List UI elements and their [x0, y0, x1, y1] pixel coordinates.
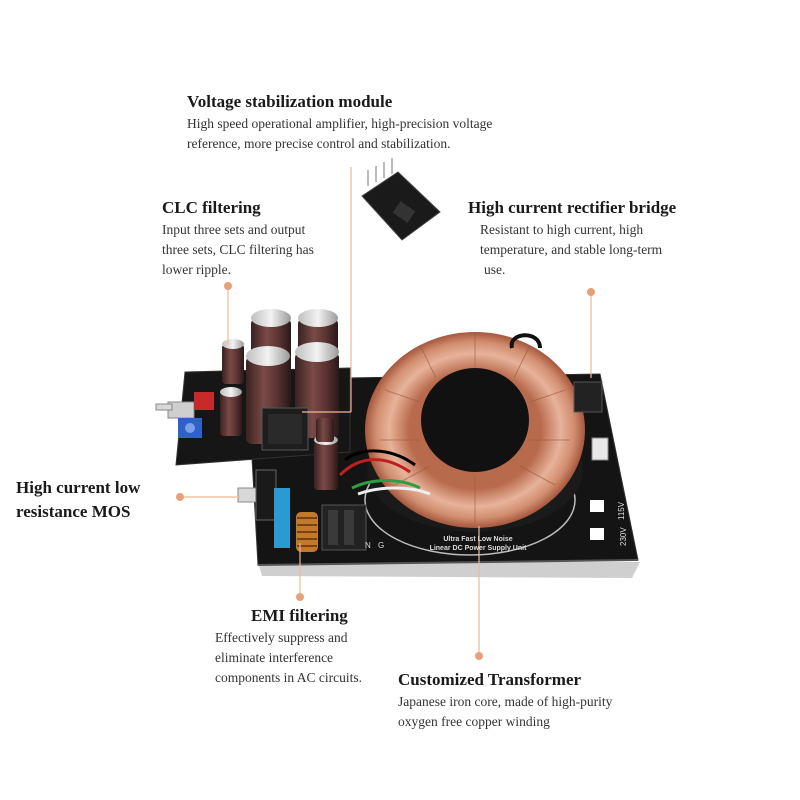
- desc-line: High speed operational amplifier, high-p…: [187, 116, 493, 131]
- board-silk-line2: Linear DC Power Supply Unit: [430, 545, 528, 552]
- callout-desc: High speed operational amplifier, high-p…: [187, 114, 492, 154]
- desc-line: three sets, CLC filtering has: [162, 242, 314, 257]
- callout-desc: Japanese iron core, made of high-purity …: [398, 692, 612, 732]
- callout-rectifier-bridge: High current rectifier bridge Resistant …: [468, 198, 676, 280]
- power-switch-lever: [155, 403, 173, 411]
- desc-line: temperature, and stable long-term: [480, 242, 663, 257]
- callout-title: Customized Transformer: [398, 670, 582, 689]
- callout-emi-filtering: EMI filtering Effectively suppress and e…: [215, 606, 362, 688]
- clc-capacitor-group: [246, 309, 339, 444]
- board-pin-n: N: [365, 541, 371, 550]
- desc-line: Effectively suppress and: [215, 630, 348, 645]
- board-pin-g: G: [378, 541, 384, 550]
- desc-line: Input three sets and output: [162, 222, 306, 237]
- callout-desc: Resistant to high current, high temperat…: [468, 220, 676, 280]
- filter-capacitor: [316, 418, 334, 442]
- callout-title: Voltage stabilization module: [187, 92, 393, 111]
- callout-clc-filtering: CLC filtering Input three sets and outpu…: [162, 198, 314, 280]
- callout-title: High current rectifier bridge: [468, 198, 677, 217]
- filter-capacitor: [314, 440, 338, 490]
- board-silk-line1: Ultra Fast Low Noise: [443, 536, 512, 543]
- callout-title: EMI filtering: [251, 606, 348, 625]
- leader-lines: [180, 167, 592, 656]
- callout-voltage-stabilization: Voltage stabilization module High speed …: [187, 92, 492, 154]
- desc-line: Japanese iron core, made of high-purity: [398, 694, 613, 709]
- callout-desc: Input three sets and output three sets, …: [162, 220, 314, 280]
- callout-desc: Effectively suppress and eliminate inter…: [215, 628, 362, 688]
- board-label-115v: 115V: [617, 501, 626, 520]
- transformer-lead-red: [338, 458, 411, 477]
- dc-output-block: [255, 469, 277, 521]
- desc-line: use.: [484, 262, 506, 277]
- transformer-lead-white: [357, 486, 431, 496]
- rectifier-bridge: [573, 381, 603, 413]
- transformer-lead-black: [344, 449, 416, 467]
- mos-terminal: [237, 487, 259, 503]
- voltage-module: [361, 158, 441, 241]
- desc-line: Resistant to high current, high: [480, 222, 644, 237]
- transformer-lead-green: [351, 479, 421, 490]
- desc-line: eliminate interference: [215, 650, 334, 665]
- board-label-230v: 230V: [619, 527, 628, 546]
- leader-dots: [176, 282, 595, 660]
- small-capacitor: [220, 392, 242, 436]
- callout-title-line: resistance MOS: [16, 502, 131, 521]
- red-relay: [194, 392, 214, 410]
- toroidal-transformer: [365, 332, 585, 532]
- desc-line: lower ripple.: [162, 262, 231, 277]
- desc-line: oxygen free copper winding: [398, 714, 550, 729]
- callout-title-line: High current low: [16, 478, 141, 497]
- pcb-edge: [257, 559, 639, 566]
- rectifier-connector: [591, 437, 609, 461]
- desc-line: reference, more precise control and stab…: [187, 136, 451, 151]
- emi-x-capacitor: [274, 488, 290, 548]
- pcb-shadow: [258, 562, 640, 578]
- callout-transformer: Customized Transformer Japanese iron cor…: [398, 670, 612, 732]
- small-capacitor: [222, 344, 244, 384]
- desc-line: components in AC circuits.: [215, 670, 362, 685]
- callout-mos: High current low resistance MOS: [16, 476, 140, 524]
- callout-title: CLC filtering: [162, 198, 261, 217]
